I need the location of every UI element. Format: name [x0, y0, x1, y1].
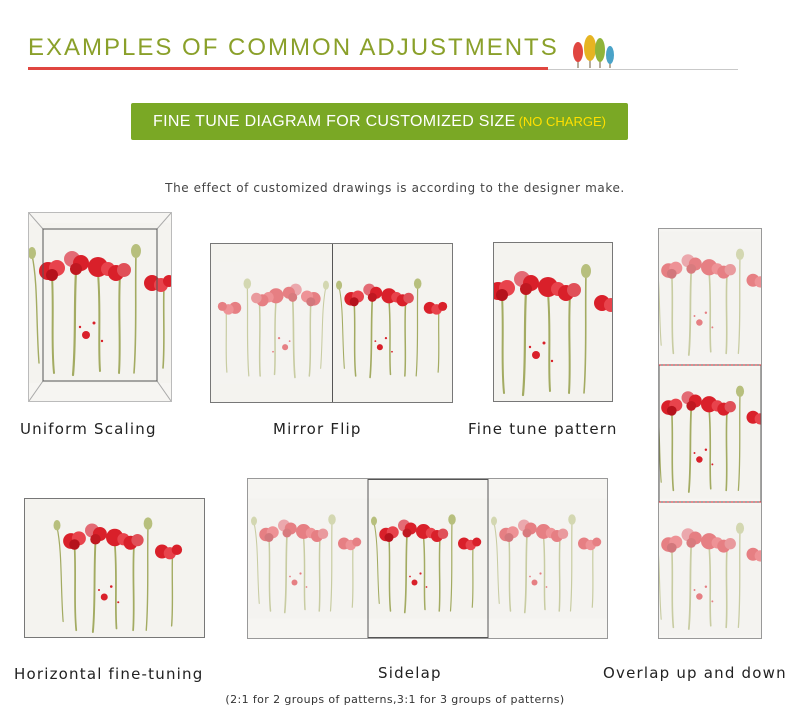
uniform-scaling-image	[28, 212, 172, 402]
banner-label: FINE TUNE DIAGRAM FOR CUSTOMIZED SIZE	[153, 112, 516, 130]
banner-note: (NO CHARGE)	[518, 114, 606, 129]
sidelap-image	[247, 478, 608, 639]
mirror-flip-label: Mirror Flip	[273, 420, 362, 438]
mirror-flip-image	[210, 243, 453, 403]
overlap-up-down-image	[658, 228, 762, 639]
fine-tune-pattern-image	[493, 242, 613, 402]
sidelap-footnote: (2:1 for 2 groups of patterns,3:1 for 3 …	[225, 693, 565, 706]
page-title: EXAMPLES OF COMMON ADJUSTMENTS	[28, 34, 559, 61]
uniform-scaling-label: Uniform Scaling	[20, 420, 157, 438]
horizontal-fine-tuning-label: Horizontal fine-tuning	[14, 665, 204, 683]
sidelap-label: Sidelap	[378, 664, 442, 682]
fine-tune-pattern-label: Fine tune pattern	[468, 420, 618, 438]
header-underline	[28, 67, 548, 70]
header-divider	[548, 69, 738, 70]
size-banner: FINE TUNE DIAGRAM FOR CUSTOMIZED SIZE (N…	[131, 103, 628, 140]
overlap-up-down-label: Overlap up and down	[603, 664, 787, 682]
horizontal-fine-tuning-image	[24, 498, 205, 638]
trees-icon	[573, 35, 614, 68]
designer-note: The effect of customized drawings is acc…	[165, 181, 625, 195]
